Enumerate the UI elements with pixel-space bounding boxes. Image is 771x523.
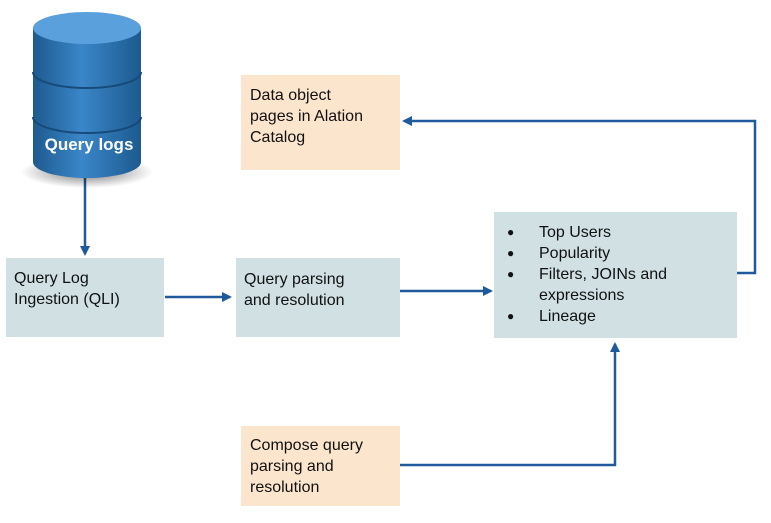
results-item-filters: Filters, JOINs and [494, 264, 737, 285]
qli-line-2: Ingestion (QLI) [14, 291, 120, 308]
arrow-compose-to-results [400, 342, 620, 467]
parsing-line-1: Query parsing [244, 271, 345, 288]
catalog-box: Data object pages in Alation Catalog [241, 75, 400, 170]
catalog-line-1: Data object [250, 87, 331, 104]
results-item-lineage: Lineage [494, 306, 737, 327]
query-parsing-box: Query parsing and resolution [236, 258, 400, 337]
parsing-line-2: and resolution [244, 292, 345, 309]
arrow-results-to-catalog [402, 116, 757, 275]
results-item-top-users: Top Users [494, 222, 737, 243]
qli-box: Query Log Ingestion (QLI) [6, 258, 164, 337]
results-list: Top Users Popularity Filters, JOINs and … [494, 222, 737, 327]
compose-box: Compose query parsing and resolution [241, 426, 400, 506]
catalog-line-2: pages in Alation [250, 108, 363, 125]
qli-line-1: Query Log [14, 270, 89, 287]
database-label: Query logs [44, 135, 134, 154]
catalog-line-3: Catalog [250, 129, 306, 146]
compose-line-1: Compose query [250, 437, 363, 454]
results-box: Top Users Popularity Filters, JOINs and … [494, 212, 737, 338]
results-item-filters-cont: expressions [539, 287, 625, 304]
compose-line-3: resolution [250, 479, 320, 496]
database-icon [21, 12, 153, 188]
results-item-popularity: Popularity [494, 243, 737, 264]
compose-line-2: parsing and [250, 458, 334, 475]
